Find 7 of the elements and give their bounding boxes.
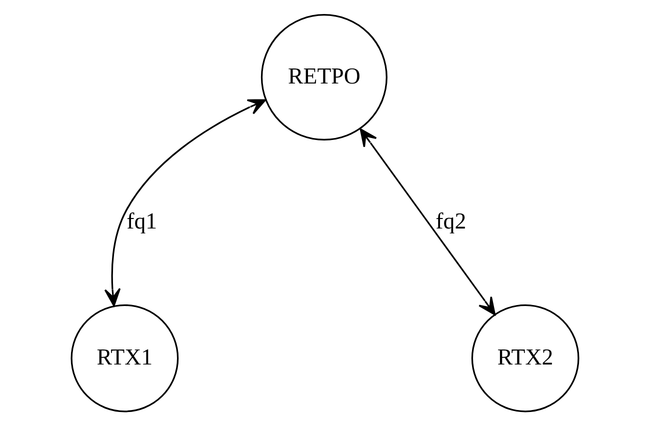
edge-label: fq1 <box>126 208 158 234</box>
arrow <box>104 99 266 306</box>
arrow <box>360 128 496 316</box>
node-circle: RTX2 <box>471 304 580 412</box>
node-circle: RTX1 <box>70 304 179 412</box>
edge-label: fq2 <box>436 208 466 234</box>
node-circle: RETPO <box>260 14 388 141</box>
